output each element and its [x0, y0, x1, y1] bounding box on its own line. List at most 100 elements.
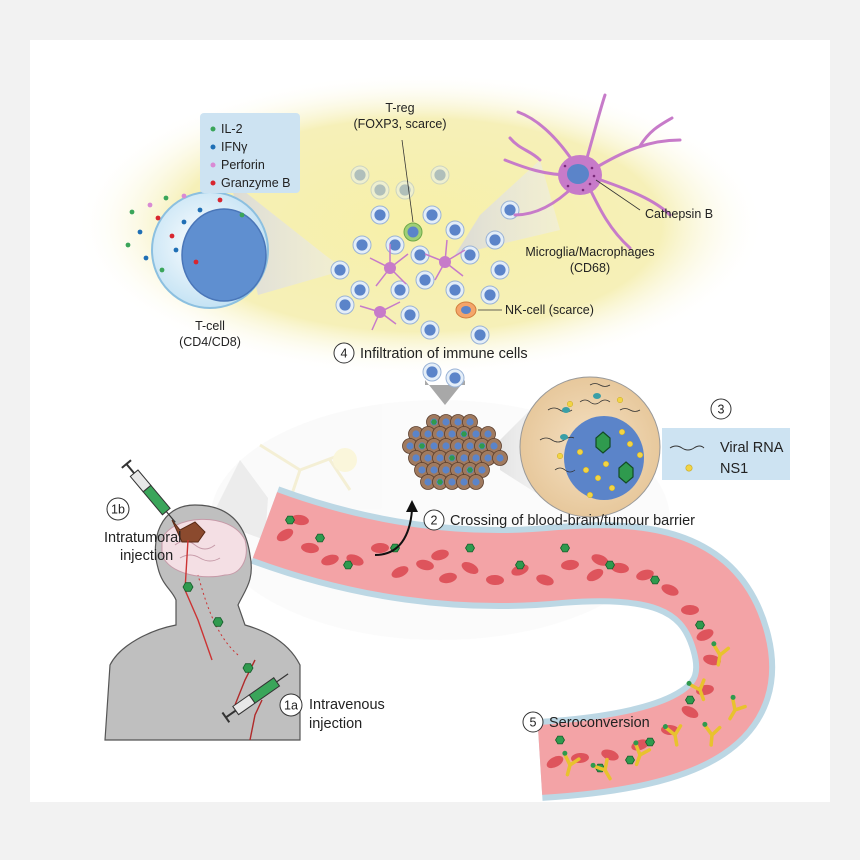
immune-cell: [485, 230, 505, 250]
tumor-cell: [462, 462, 478, 478]
red-blood-cell: [276, 528, 294, 542]
crossing-arrowhead: [406, 500, 418, 512]
step4-circle: [333, 342, 355, 364]
ns1-protein: [594, 474, 602, 482]
intratumoral-label: Intratumoral: [104, 530, 181, 546]
virus-particle: [465, 543, 475, 553]
cytokine-dot: [155, 215, 161, 221]
immune-cell: [350, 280, 370, 300]
cytokine-dot: [137, 229, 143, 235]
cytokine-dot: [193, 259, 199, 265]
virus-particle: [605, 560, 615, 570]
tumor-cell: [492, 450, 508, 466]
red-blood-cell: [291, 514, 309, 526]
treg-label-sub: (FOXP3, scarce): [353, 117, 446, 131]
ns1-protein: [566, 400, 574, 408]
tumor-cell: [432, 474, 448, 490]
microglia-label: Microglia/Macrophages: [525, 245, 654, 259]
immune-cell: [460, 245, 480, 265]
ns1-dots: [556, 396, 644, 499]
tumor-cell: [462, 438, 478, 454]
cytokine-dot: [173, 247, 179, 253]
red-blood-cell: [301, 542, 319, 554]
tumor-cell: [414, 438, 430, 454]
red-blood-cell: [431, 549, 449, 561]
cytokine-dot: [169, 233, 175, 239]
red-blood-cell: [611, 562, 629, 574]
cathepsin-granules: [563, 164, 596, 192]
ns1-protein: [576, 448, 584, 456]
immune-cell: [490, 260, 510, 280]
step2-text: Crossing of blood-brain/tumour barrier: [450, 513, 695, 529]
tcell-label-sub: (CD4/CD8): [179, 335, 241, 349]
virus-particle: [515, 560, 525, 570]
ns1-protein: [582, 466, 590, 474]
tumor-cell: [468, 474, 484, 490]
immune-cell: [470, 325, 490, 345]
step5-text: Seroconversion: [549, 715, 650, 731]
antibody: [662, 724, 683, 747]
ribosomes: [560, 393, 601, 440]
tcell-label: T-cell: [195, 319, 225, 333]
cytokine-dot: [147, 202, 153, 208]
antibody: [686, 678, 706, 702]
virus-route: [197, 574, 239, 656]
nk-label: NK-cell (scarce): [505, 303, 594, 317]
virus-particle: [685, 695, 695, 705]
red-blood-cell: [321, 554, 339, 566]
antibodies: [562, 641, 747, 781]
cathepsin-pointer: [595, 179, 641, 211]
ns1-protein: [556, 452, 564, 460]
cytokine-dot: [159, 267, 165, 273]
intratumoral-label-sub: injection: [120, 548, 173, 564]
cytokine-dot: [181, 219, 187, 225]
step1b-circle: [106, 497, 130, 521]
antibody: [711, 641, 731, 667]
step4-number: 4: [341, 347, 348, 361]
immune-cell-cluster: [330, 165, 520, 345]
immune-cell: [370, 205, 390, 225]
antibody: [702, 721, 722, 747]
tumor-cell: [480, 450, 496, 466]
tumor-cell: [426, 414, 442, 430]
cytokine-label: Granzyme B: [221, 176, 290, 190]
brain: [161, 518, 247, 578]
small-microglia: [359, 239, 466, 331]
virus-particle: [695, 620, 705, 630]
red-blood-cell: [391, 566, 409, 578]
red-blood-cell: [696, 629, 714, 641]
immune-cell: [335, 295, 355, 315]
step1a-circle: [279, 693, 303, 717]
viral-legend-box: [662, 428, 790, 480]
immune-cell: [400, 305, 420, 325]
il2-dot: [210, 126, 216, 132]
immune-cell: [352, 235, 372, 255]
immune-cell: [370, 180, 390, 200]
intravenous-label-sub: injection: [309, 716, 362, 732]
ns1-protein: [608, 484, 616, 492]
cytokine-dot: [217, 197, 223, 203]
step1b-number: 1b: [111, 503, 125, 517]
brain-tumor: [171, 519, 206, 543]
cytokine-dot: [125, 242, 131, 248]
virus-in-nucleus: [618, 461, 634, 484]
immune-cell: [420, 320, 440, 340]
virus-particle: [315, 533, 325, 543]
step5-number: 5: [530, 716, 537, 730]
step4-text: Infiltration of immune cells: [360, 346, 528, 362]
immune-cell: [385, 235, 405, 255]
red-blood-cell: [681, 604, 699, 616]
microglia-large: [503, 93, 682, 250]
virus-particle: [625, 755, 635, 765]
red-blood-cell: [486, 574, 504, 586]
tumor-cell: [450, 462, 466, 478]
ns1-label: NS1: [720, 461, 748, 477]
immune-cell: [395, 180, 415, 200]
human-silhouette: [104, 504, 301, 741]
immune-cell: [480, 285, 500, 305]
cytokine-dot: [143, 255, 149, 261]
tumor-cell: [444, 474, 460, 490]
immune-cell: [415, 270, 435, 290]
cytokine-dot: [239, 212, 245, 218]
tumor-cell: [480, 426, 496, 442]
